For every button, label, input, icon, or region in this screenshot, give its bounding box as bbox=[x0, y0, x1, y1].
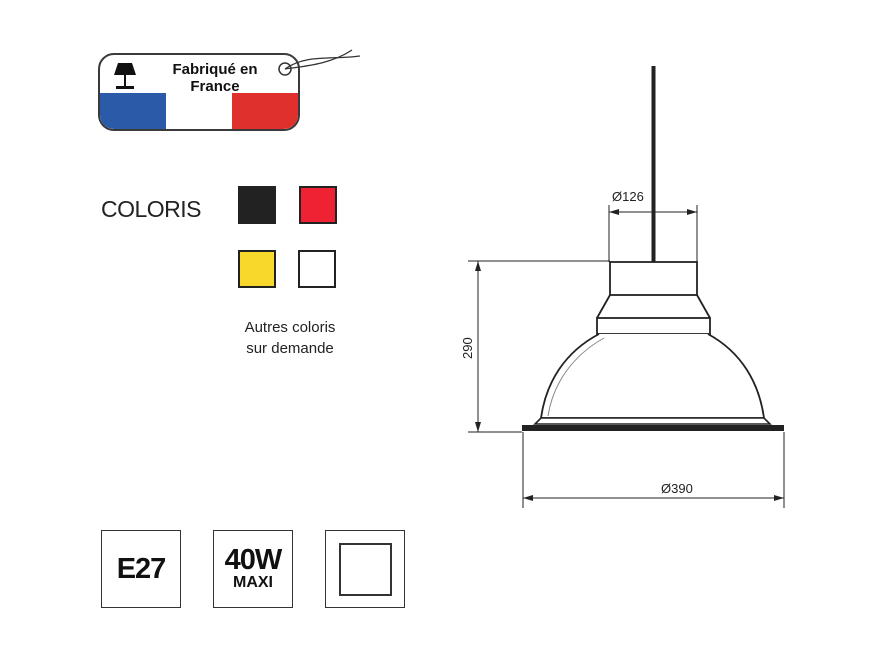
socket-label: E27 bbox=[116, 553, 167, 585]
swatch-black bbox=[238, 186, 276, 224]
power-box: 40W MAXI bbox=[213, 530, 293, 608]
french-flag bbox=[100, 93, 298, 129]
top-diameter-label: Ø126 bbox=[612, 189, 644, 204]
badge-text: Fabriqué en France bbox=[140, 61, 290, 95]
note-line-1: Autres coloris bbox=[244, 319, 336, 336]
note-line-2: sur demande bbox=[246, 340, 334, 357]
lamp-collar bbox=[596, 317, 711, 335]
lamp-neck bbox=[596, 294, 711, 319]
flag-white-band bbox=[166, 93, 232, 129]
lamp-icon bbox=[112, 61, 138, 96]
lamp-shade bbox=[539, 333, 766, 419]
flag-red-band bbox=[232, 93, 298, 129]
power-note: MAXI bbox=[233, 574, 273, 591]
swatch-white bbox=[298, 250, 336, 288]
other-colors-note: Autres coloris sur demande bbox=[225, 317, 355, 359]
lamp-cord bbox=[651, 66, 656, 262]
bottom-diameter-label: Ø390 bbox=[661, 481, 693, 496]
height-label: 290 bbox=[460, 337, 475, 359]
coloris-label: COLORIS bbox=[101, 196, 202, 222]
lamp-rim bbox=[522, 425, 784, 431]
socket-box: E27 bbox=[101, 530, 181, 608]
badge-line-1: Fabriqué en bbox=[172, 61, 258, 78]
swatch-yellow bbox=[238, 250, 276, 288]
double-insulation-icon bbox=[338, 542, 392, 596]
tag-string-icon bbox=[278, 49, 361, 76]
made-in-france-badge: Fabriqué en France bbox=[98, 53, 300, 131]
swatch-red bbox=[299, 186, 337, 224]
badge-line-2: France bbox=[190, 78, 240, 95]
class-box bbox=[325, 530, 405, 608]
flag-blue-band bbox=[100, 93, 166, 129]
power-label: 40W bbox=[224, 544, 283, 576]
lamp-cap bbox=[609, 261, 698, 296]
